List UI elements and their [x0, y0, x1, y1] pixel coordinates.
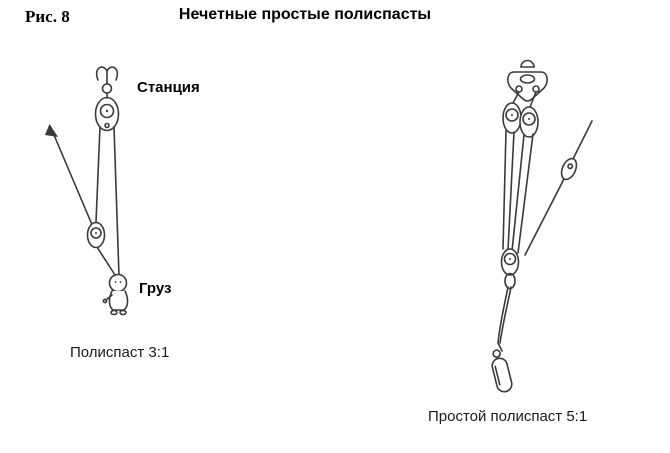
moving-pulley-icon: [86, 221, 106, 249]
pulley-3to1-drawing: [45, 66, 129, 316]
rigging-plate-icon: [507, 59, 548, 102]
pulley-5to1-drawing: [491, 59, 593, 393]
left-diagram-caption: Полиспаст 3:1: [70, 344, 170, 361]
station-pulley-icon: [94, 92, 120, 132]
figure-number-label: Рис. 8: [25, 7, 70, 26]
carabiner-icon: [491, 349, 513, 393]
page-title: Нечетные простые полиспасты: [178, 6, 432, 23]
station-label: Станция: [137, 79, 200, 96]
rope-grab-icon: [560, 157, 578, 181]
top-double-pulley-icon: [502, 91, 539, 138]
load-label: Груз: [139, 280, 172, 297]
anchor-hook-icon: [95, 66, 119, 94]
pull-arrow-icon: [45, 124, 58, 137]
lower-pulley-icon: [500, 248, 520, 290]
right-diagram-caption: Простой полиспаст 5:1: [428, 408, 588, 425]
rope-lines: [497, 120, 593, 352]
rope-lines: [53, 126, 120, 277]
load-figure-icon: [102, 273, 129, 316]
